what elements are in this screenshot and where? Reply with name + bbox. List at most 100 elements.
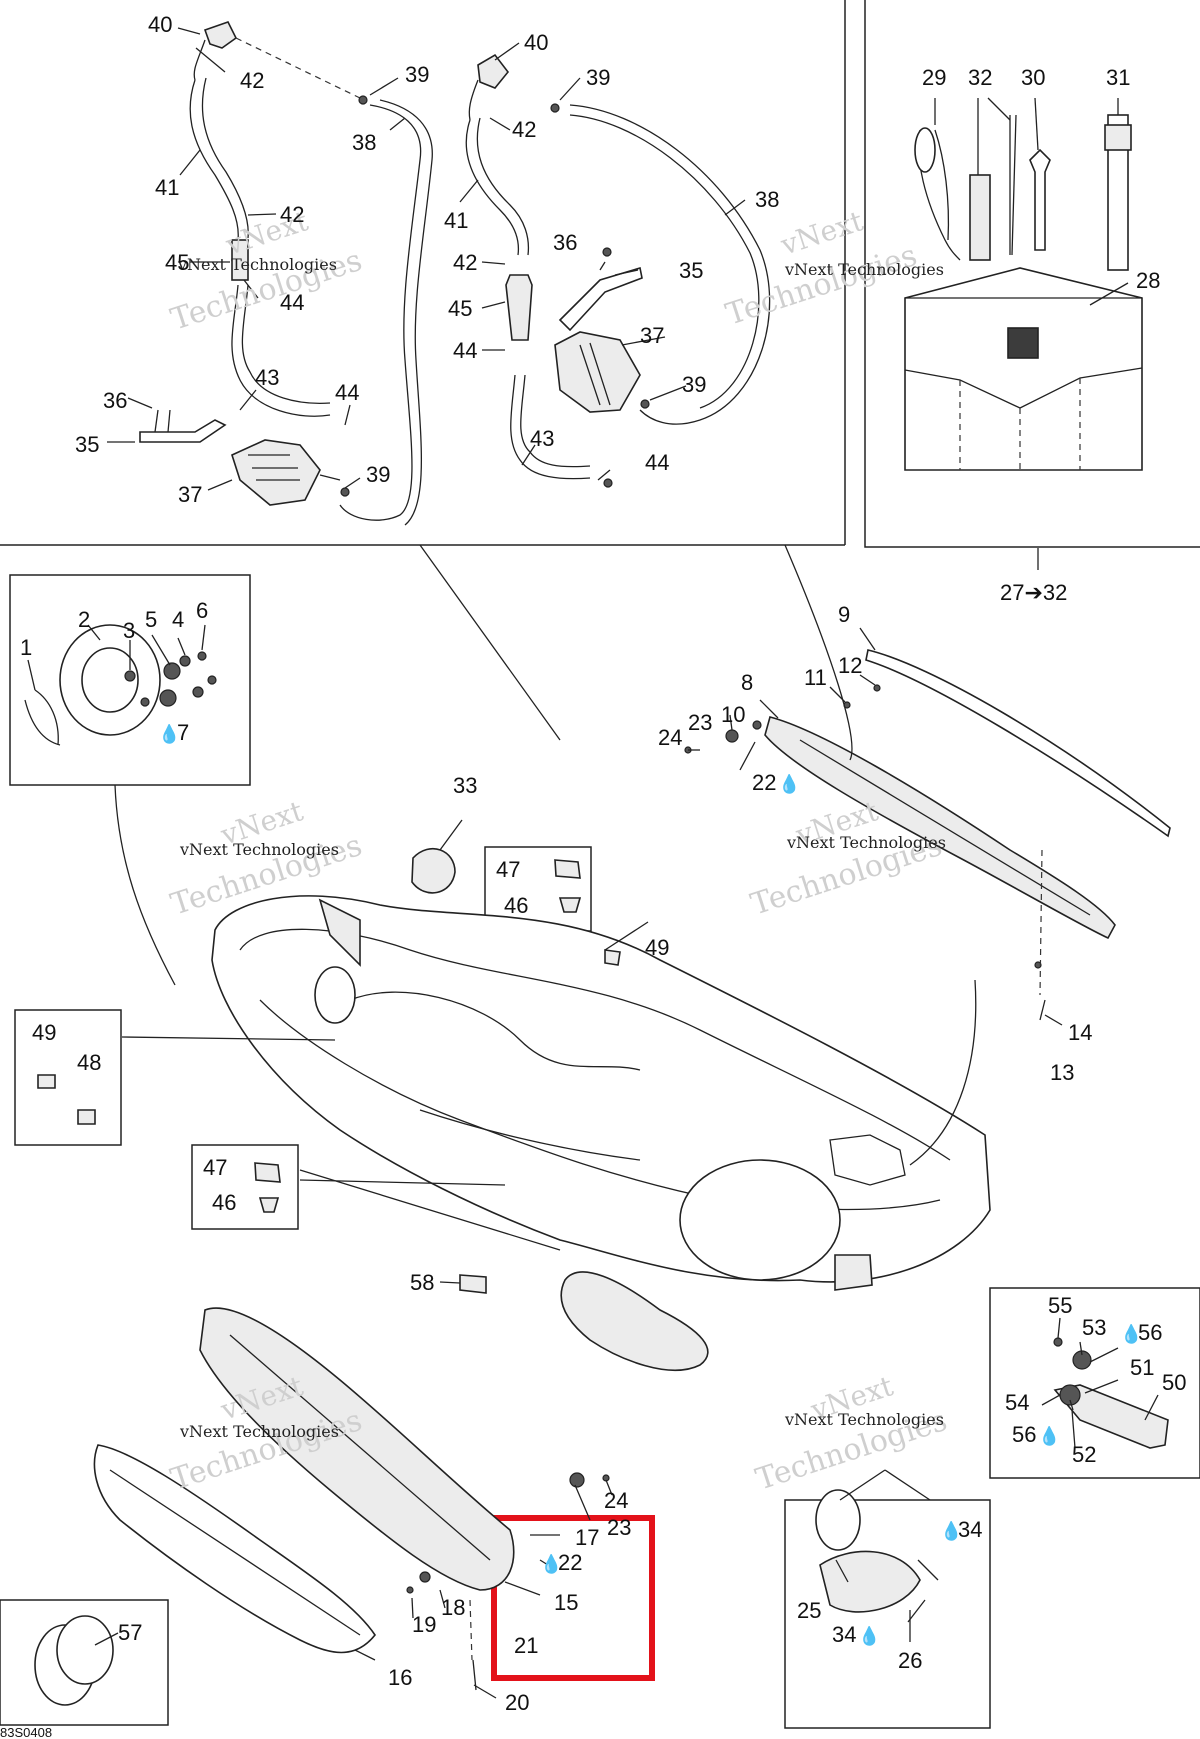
callout-50: 50 xyxy=(1162,1370,1186,1395)
callout-24: 24 xyxy=(658,725,682,750)
clamp-inset-left xyxy=(14,1009,122,1146)
steering-inset xyxy=(9,574,251,786)
callout-37: 37 xyxy=(178,482,202,507)
callout-37: 37 xyxy=(640,323,664,348)
callout-13: 13 xyxy=(1050,1060,1074,1085)
callout-41: 41 xyxy=(155,175,179,200)
callout-55: 55 xyxy=(1048,1293,1072,1318)
callout-35: 35 xyxy=(679,258,703,283)
callout-49: 49 xyxy=(645,935,669,960)
callout-1: 1 xyxy=(20,635,32,660)
clip-inset-mid xyxy=(191,1144,299,1230)
callout-56-bottom-group: 56 💧 xyxy=(1012,1422,1060,1447)
callout-57: 57 xyxy=(118,1620,142,1645)
callout-43: 43 xyxy=(255,365,279,390)
callout-56: 56 xyxy=(1012,1422,1036,1447)
oil-drop-icon: 💧 xyxy=(778,773,800,794)
callout-51: 51 xyxy=(1130,1355,1154,1380)
callout-7-group: 💧 7 xyxy=(158,720,189,745)
callout-40: 40 xyxy=(524,30,548,55)
callout-58: 58 xyxy=(410,1270,434,1295)
callout-44: 44 xyxy=(453,338,477,363)
hull-body xyxy=(211,895,991,1372)
callout-5: 5 xyxy=(145,607,157,632)
callout-47: 47 xyxy=(203,1155,227,1180)
callout-45: 45 xyxy=(165,250,189,275)
oil-drop-icon: 💧 xyxy=(858,1625,880,1646)
callout-36: 36 xyxy=(103,388,127,413)
callout-17: 17 xyxy=(575,1525,599,1550)
callout-6: 6 xyxy=(196,598,208,623)
callout-52: 52 xyxy=(1072,1442,1096,1467)
callout-42: 42 xyxy=(280,202,304,227)
callout-4: 4 xyxy=(172,607,184,632)
callout-22-bottom-group: 💧 22 xyxy=(540,1550,582,1575)
watermark-captions: vNext Technologies vNext Technologies vN… xyxy=(177,255,946,1441)
callout-32: 32 xyxy=(968,65,992,90)
svg-text:vNext Technologies: vNext Technologies xyxy=(179,1422,339,1441)
tow-hook-inset xyxy=(989,1287,1200,1479)
drain-plug-inset xyxy=(784,1499,991,1729)
callout-53: 53 xyxy=(1082,1315,1106,1340)
oil-drop-icon: 💧 xyxy=(158,723,180,744)
oil-drop-icon: 💧 xyxy=(1038,1425,1060,1446)
callout-9: 9 xyxy=(838,602,850,627)
watermark-text: vNext xyxy=(776,204,868,262)
callout-20: 20 xyxy=(505,1690,529,1715)
callout-34-bottom-group: 34 💧 xyxy=(832,1622,880,1647)
watermark-text: Technologies xyxy=(722,238,922,333)
callout-41: 41 xyxy=(444,208,468,233)
callout-2: 2 xyxy=(78,607,90,632)
callout-42: 42 xyxy=(512,117,536,142)
callout-42: 42 xyxy=(240,68,264,93)
callout-23: 23 xyxy=(607,1515,631,1540)
callout-16: 16 xyxy=(388,1665,412,1690)
callout-22: 22 xyxy=(752,770,776,795)
callout-45: 45 xyxy=(448,296,472,321)
callout-34-top-group: 💧 34 xyxy=(940,1517,982,1542)
callout-arrows xyxy=(114,544,977,1166)
callout-12: 12 xyxy=(838,653,862,678)
callout-38: 38 xyxy=(755,187,779,212)
callout-19: 19 xyxy=(412,1612,436,1637)
callout-18: 18 xyxy=(441,1595,465,1620)
side-sponson-assembly xyxy=(93,1307,610,1661)
callout-43: 43 xyxy=(530,426,554,451)
callout-42: 42 xyxy=(453,250,477,275)
callout-28: 28 xyxy=(1136,268,1160,293)
callout-3: 3 xyxy=(123,618,135,643)
callout-39: 39 xyxy=(366,462,390,487)
part-number-labels: 40 42 39 38 41 42 45 44 43 44 36 35 37 3… xyxy=(0,12,1186,1739)
callout-22: 22 xyxy=(558,1550,582,1575)
svg-text:vNext Technologies: vNext Technologies xyxy=(784,1410,944,1429)
callout-36: 36 xyxy=(553,230,577,255)
callout-10: 10 xyxy=(721,702,745,727)
callout-38: 38 xyxy=(352,130,376,155)
callout-8: 8 xyxy=(741,670,753,695)
callout-22-top-group: 22 💧 xyxy=(752,770,800,795)
callout-56-top-group: 💧 56 xyxy=(1120,1320,1162,1345)
callout-56: 56 xyxy=(1138,1320,1162,1345)
callout-46: 46 xyxy=(504,893,528,918)
callout-33: 33 xyxy=(453,773,477,798)
highlight-box xyxy=(491,1515,655,1681)
callout-15: 15 xyxy=(554,1590,578,1615)
callout-11: 11 xyxy=(804,665,827,690)
callout-44: 44 xyxy=(645,450,669,475)
callout-30: 30 xyxy=(1021,65,1045,90)
callout-23: 23 xyxy=(688,710,712,735)
callout-7: 7 xyxy=(177,720,189,745)
callout-31: 31 xyxy=(1106,65,1130,90)
callout-49: 49 xyxy=(32,1020,56,1045)
callout-14: 14 xyxy=(1068,1020,1092,1045)
vent-line-assembly-left xyxy=(139,21,433,526)
svg-text:vNext Technologies: vNext Technologies xyxy=(784,260,944,279)
vent-line-assembly-right xyxy=(465,53,771,488)
callout-48: 48 xyxy=(77,1050,101,1075)
callout-44: 44 xyxy=(335,380,359,405)
svg-text:vNext Technologies: vNext Technologies xyxy=(786,833,946,852)
tool-kit-assembly xyxy=(904,114,1143,471)
oil-drop-icon: 💧 xyxy=(940,1520,962,1541)
